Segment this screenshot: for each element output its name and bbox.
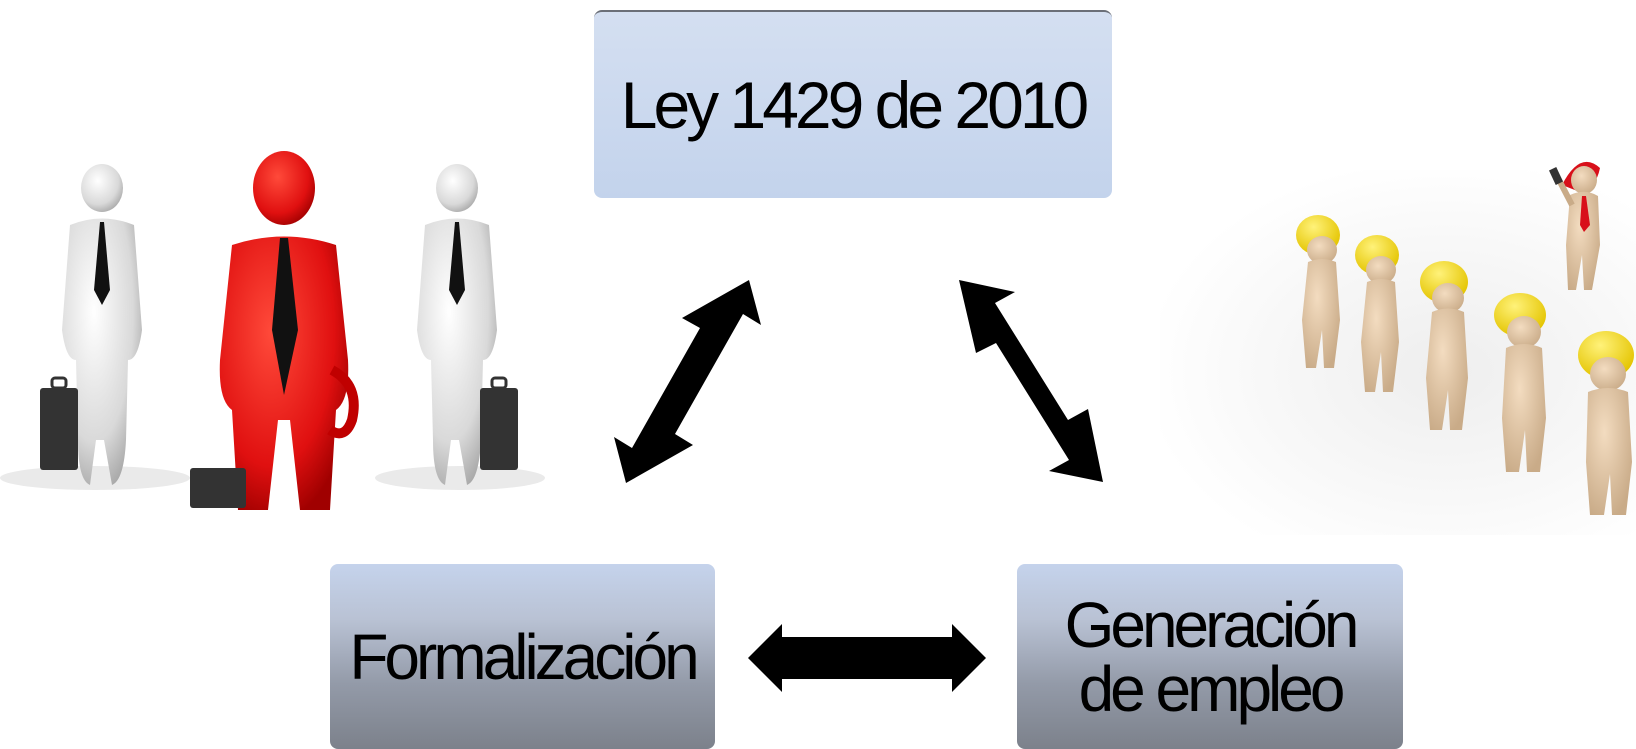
node-employment-label-line1: Generación [1064,588,1360,661]
arrow-law-employment [959,280,1103,482]
worker-2 [1355,235,1399,392]
node-employment-label-line2: de empleo [1078,652,1346,725]
arrow-law-formalization [614,280,761,483]
worker-4 [1494,293,1546,472]
worker-3 [1420,261,1468,430]
worker-5 [1578,331,1634,515]
person-red-center [190,151,359,510]
node-law-label: Ley 1429 de 2010 [620,68,1089,142]
worker-1 [1296,215,1340,368]
node-law: Ley 1429 de 2010 [594,10,1112,198]
node-formalization: Formalización [330,564,715,749]
node-employment: Generación de empleo [1017,564,1403,749]
node-formalization-label: Formalización [349,620,699,693]
person-white-right [417,164,518,485]
person-white-left [40,164,142,485]
workers-illustration-background [1160,170,1636,535]
arrow-formalization-employment [748,624,986,692]
supervisor-figure [1548,161,1600,290]
